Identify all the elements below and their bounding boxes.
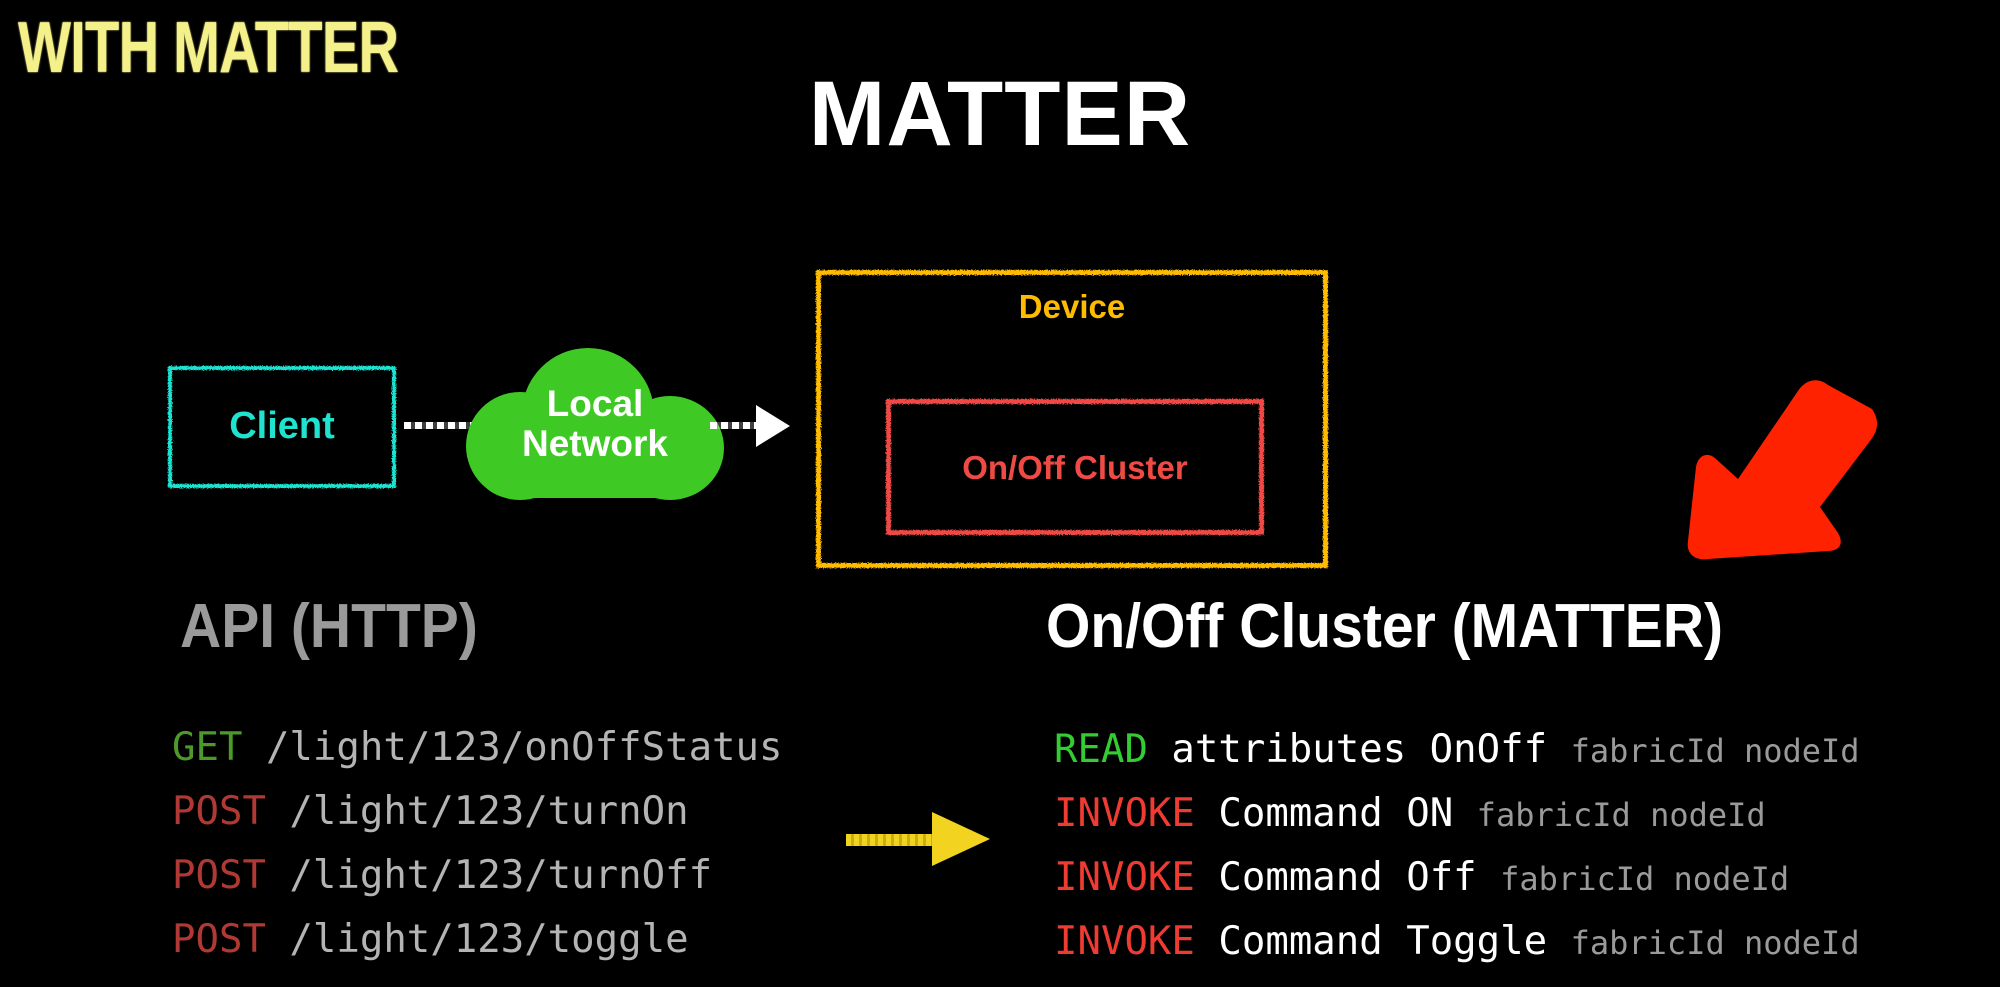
list-item: INVOKE Command ON fabricId nodeId bbox=[1054, 782, 1860, 846]
list-item: INVOKE Command Off fabricId nodeId bbox=[1054, 846, 1860, 910]
matter-cluster-list: READ attributes OnOff fabricId nodeId IN… bbox=[1054, 718, 1860, 974]
list-item: INVOKE Command Toggle fabricId nodeId bbox=[1054, 910, 1860, 974]
list-item: POST /light/123/turnOn bbox=[172, 780, 783, 844]
list-item: READ attributes OnOff fabricId nodeId bbox=[1054, 718, 1860, 782]
device-label: Device bbox=[1018, 288, 1126, 325]
http-path: /light/123/toggle bbox=[289, 917, 689, 962]
matter-subject: Command Off bbox=[1218, 855, 1477, 900]
list-item: POST /light/123/turnOff bbox=[172, 844, 783, 908]
onoff-cluster-label: On/Off Cluster bbox=[962, 449, 1188, 486]
matter-args: fabricId nodeId bbox=[1476, 796, 1766, 834]
arrow-head bbox=[932, 812, 990, 866]
http-verb: POST bbox=[172, 853, 266, 898]
cloud-base bbox=[474, 422, 716, 498]
client-box bbox=[168, 366, 396, 488]
matter-subject: Command ON bbox=[1218, 791, 1454, 836]
matter-verb: INVOKE bbox=[1054, 919, 1195, 964]
local-network-label-line1: Local bbox=[546, 383, 644, 424]
device-box bbox=[816, 270, 1328, 568]
http-verb: POST bbox=[172, 789, 266, 834]
matter-args: fabricId nodeId bbox=[1570, 924, 1860, 962]
http-path: /light/123/onOffStatus bbox=[265, 725, 783, 770]
red-arrow-pointer-icon bbox=[1687, 380, 1878, 560]
http-api-list: GET /light/123/onOffStatus POST /light/1… bbox=[172, 716, 783, 972]
local-network-label-line2: Network bbox=[522, 422, 668, 464]
http-verb: POST bbox=[172, 917, 266, 962]
list-item: POST /light/123/toggle bbox=[172, 908, 783, 972]
http-path: /light/123/turnOn bbox=[289, 789, 689, 834]
left-column-heading: API (HTTP) bbox=[180, 592, 478, 661]
matter-subject: attributes OnOff bbox=[1171, 727, 1548, 772]
list-item: GET /light/123/onOffStatus bbox=[172, 716, 783, 780]
client-to-network-line bbox=[404, 422, 496, 429]
http-path: /light/123/turnOff bbox=[289, 853, 713, 898]
client-label: Client bbox=[229, 405, 335, 447]
local-network-cloud bbox=[466, 348, 724, 500]
matter-args: fabricId nodeId bbox=[1570, 732, 1860, 770]
onoff-cluster-box bbox=[886, 399, 1264, 535]
matter-verb: INVOKE bbox=[1054, 791, 1195, 836]
http-to-matter-arrow-icon bbox=[846, 812, 994, 866]
matter-args: fabricId nodeId bbox=[1500, 860, 1790, 898]
slide-title: MATTER bbox=[808, 63, 1192, 165]
matter-subject: Command Toggle bbox=[1218, 919, 1548, 964]
arrow-shaft bbox=[846, 834, 944, 846]
matter-verb: INVOKE bbox=[1054, 855, 1195, 900]
matter-verb: READ bbox=[1054, 727, 1148, 772]
http-verb: GET bbox=[172, 725, 243, 770]
right-column-heading: On/Off Cluster (MATTER) bbox=[1046, 592, 1724, 661]
network-to-device-arrowhead-icon bbox=[756, 405, 790, 447]
slide-kicker: WITH MATTER bbox=[18, 8, 399, 88]
local-network-label: Local Network bbox=[466, 384, 724, 463]
network-to-device-line bbox=[710, 422, 772, 429]
